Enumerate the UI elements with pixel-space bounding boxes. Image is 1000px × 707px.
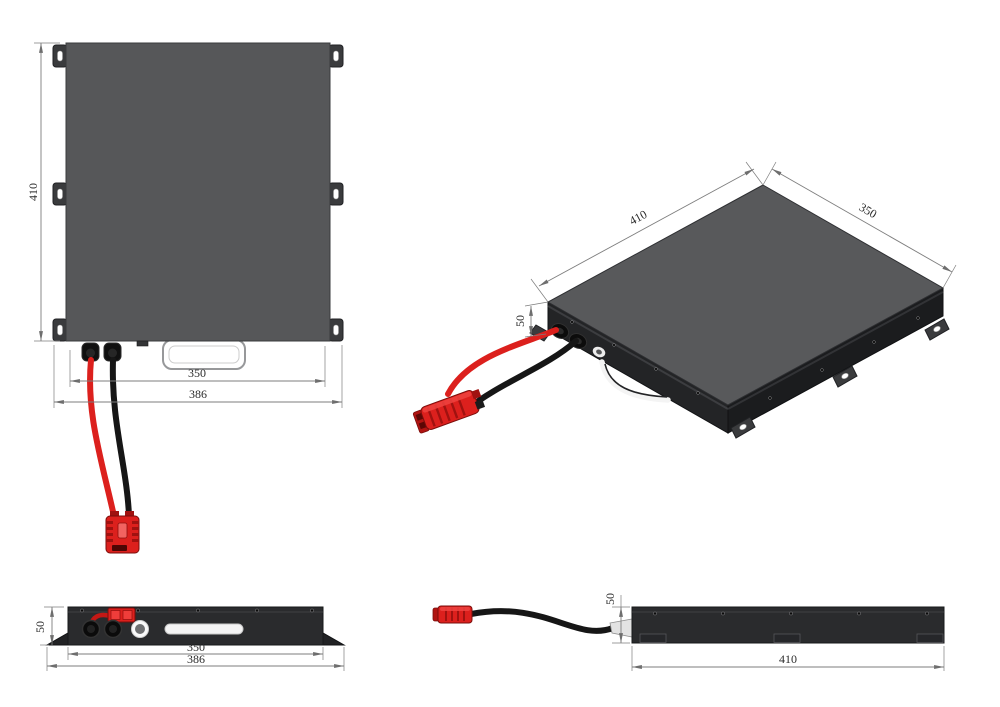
- edge-nub: [136, 340, 149, 347]
- dim-label: 50: [33, 621, 47, 633]
- negative-cable: [109, 357, 132, 519]
- dimension-top-height: 410: [26, 42, 60, 342]
- dimension-front-height: 50: [33, 606, 64, 646]
- anderson-connector: [412, 388, 486, 434]
- mounting-hole: [933, 325, 941, 333]
- connector-contact: [418, 421, 427, 430]
- mounting-hole: [333, 50, 339, 62]
- dimension-top-overall-width: 386: [53, 345, 343, 408]
- dimension-side-height: 50: [603, 593, 630, 644]
- connector-contact: [110, 610, 121, 620]
- mounting-flange: [45, 632, 69, 646]
- connector-contact: [122, 610, 133, 620]
- dim-label: 410: [627, 207, 649, 228]
- dim-label: 50: [603, 593, 617, 605]
- front-screws: [80, 608, 314, 613]
- iso-lid-edge: [727, 291, 944, 410]
- dim-label: 350: [187, 640, 205, 654]
- connector-ribs: [106, 521, 139, 542]
- dimension-top-inner-width: 350: [69, 346, 326, 387]
- handle-slot: [164, 623, 244, 635]
- positive-cable: [87, 357, 117, 519]
- battery-lid-top: [65, 42, 331, 342]
- button-center: [135, 624, 145, 634]
- handle-wire: [599, 359, 671, 403]
- mounting-hole: [57, 324, 63, 336]
- front-cable-glands: [81, 619, 123, 639]
- mounting-hole: [333, 324, 339, 336]
- mounting-hole: [841, 372, 849, 380]
- mounting-foot: [916, 633, 944, 643]
- cable-gland-nut: [109, 625, 117, 633]
- view-side: 50 410: [432, 593, 945, 671]
- view-isometric: 410 350 50: [412, 161, 957, 439]
- connector-cable-nub: [474, 399, 486, 410]
- mounting-hole: [333, 188, 339, 200]
- dim-label: 410: [779, 652, 797, 666]
- cable-gland-nut: [87, 625, 95, 633]
- connector-cable-nub: [110, 511, 119, 519]
- iso-carry-handle: [599, 359, 671, 403]
- dim-label: 386: [187, 652, 205, 666]
- positive-cable: [445, 327, 559, 397]
- negative-cable: [463, 338, 579, 413]
- anderson-connector: [105, 511, 140, 554]
- side-screws: [653, 611, 929, 616]
- handle-outline: [162, 339, 246, 370]
- connector-highlight: [440, 607, 470, 611]
- dim-label: 350: [857, 200, 880, 221]
- dim-label: 50: [513, 315, 527, 327]
- connector-cable-nub: [471, 388, 482, 400]
- mounting-foot: [773, 633, 801, 643]
- round-port-center: [596, 349, 602, 355]
- round-button: [131, 620, 149, 638]
- connector-marking: [112, 545, 127, 551]
- cable-gland-nut: [108, 348, 117, 358]
- handle-inner-line: [168, 345, 240, 364]
- anderson-connector: [107, 607, 136, 623]
- dimension-front-inner-width: 350: [67, 640, 324, 660]
- negative-cable: [468, 608, 616, 634]
- handle-wire-shadow: [604, 363, 668, 398]
- connector-highlight: [422, 391, 472, 413]
- dimension-front-overall-width: 386: [46, 647, 345, 671]
- dimension-side-length: 410: [631, 646, 945, 671]
- mounting-hole: [57, 50, 63, 62]
- view-top: 410 350 386: [26, 42, 344, 554]
- cable-gland-nut: [86, 348, 95, 358]
- mounting-feet: [639, 633, 944, 643]
- dim-label: 350: [188, 366, 206, 380]
- dim-label: 386: [189, 387, 207, 401]
- mounting-foot: [639, 633, 667, 643]
- dim-label: 410: [26, 183, 40, 201]
- connector-body: [420, 390, 480, 430]
- anderson-connector: [432, 605, 473, 624]
- mounting-flange: [322, 632, 346, 646]
- connector-cable-nub: [125, 511, 134, 519]
- view-front: 50 350 386: [33, 606, 346, 671]
- carry-handle-top-view: [162, 339, 246, 370]
- connector-latch-slot: [117, 522, 128, 539]
- mounting-hole: [57, 188, 63, 200]
- connector-contact: [415, 412, 424, 421]
- iso-round-port: [592, 346, 606, 358]
- mounting-tabs-top-view: [52, 44, 344, 342]
- iso-screws: [570, 316, 920, 400]
- mounting-hole: [739, 423, 747, 431]
- dimension-iso-height: 50: [513, 301, 549, 338]
